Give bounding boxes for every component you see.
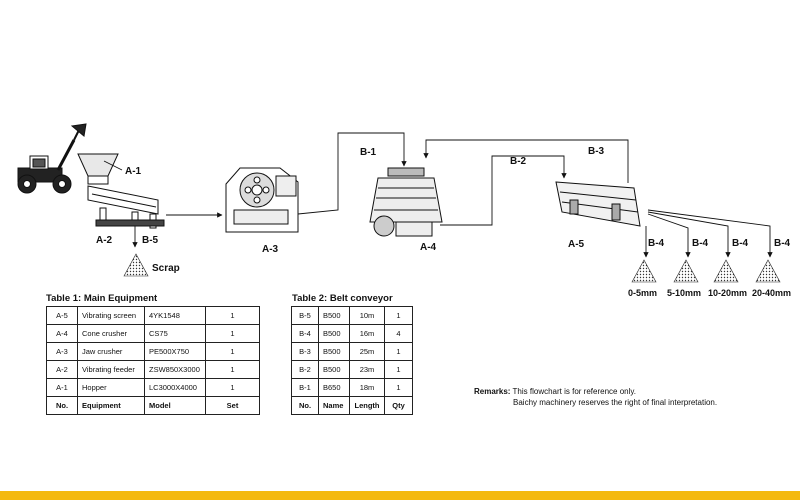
table-cell: Jaw crusher: [77, 342, 145, 361]
table-row: B-1 B650 18m 1: [291, 378, 413, 397]
table-cell: 16m: [349, 324, 385, 343]
product-pile-icon: [755, 259, 781, 283]
remarks-line1: This flowchart is for reference only.: [512, 387, 636, 396]
table-cell: 1: [205, 342, 260, 361]
table-cell: 1: [205, 360, 260, 379]
table-row: B-5 B500 10m 1: [291, 306, 413, 325]
table-cell: 1: [384, 378, 413, 397]
table-cell: 1: [384, 342, 413, 361]
bottom-accent-bar: [0, 491, 800, 500]
jaw-crusher-icon: [225, 167, 299, 233]
table-cell: 1: [384, 360, 413, 379]
table-row: A-1 Hopper LC3000X4000 1: [46, 378, 260, 397]
table-row: B-2 B500 23m 1: [291, 360, 413, 379]
column-header: Name: [318, 396, 350, 415]
product-pile-icon: [631, 259, 657, 283]
vibrating-feeder-icon: [87, 185, 165, 229]
product-pile-icon: [673, 259, 699, 283]
scrap-pile-icon: [123, 253, 149, 277]
table-cell: 1: [205, 324, 260, 343]
table-cell: 25m: [349, 342, 385, 361]
label-b4-1: B-4: [648, 238, 665, 249]
table-cell: A-1: [46, 378, 78, 397]
table-cell: 23m: [349, 360, 385, 379]
label-b1: B-1: [360, 147, 377, 158]
label-b4-4: B-4: [774, 238, 791, 249]
table-cell: 1: [205, 378, 260, 397]
label-a5: A-5: [568, 239, 585, 250]
main-equipment-table: A-5 Vibrating screen 4YK1548 1 A-4 Cone …: [46, 306, 260, 415]
belt-conveyor-table: B-5 B500 10m 1 B-4 B500 16m 4 B-3 B500 2…: [291, 306, 413, 415]
column-header: Equipment: [77, 396, 145, 415]
vibrating-screen-icon: [555, 181, 641, 227]
table-cell: B-2: [291, 360, 319, 379]
table-cell: Hopper: [77, 378, 145, 397]
table-cell: A-3: [46, 342, 78, 361]
table-cell: A-2: [46, 360, 78, 379]
table-cell: 1: [384, 306, 413, 325]
label-b3: B-3: [588, 146, 605, 157]
table-cell: CS75: [144, 324, 206, 343]
table-cell: B-5: [291, 306, 319, 325]
label-b4-2: B-4: [692, 238, 709, 249]
product-label: 10-20mm: [708, 288, 747, 298]
label-a4: A-4: [420, 242, 437, 253]
table1-caption: Table 1: Main Equipment: [46, 293, 158, 304]
table-row: B-3 B500 25m 1: [291, 342, 413, 361]
table-cell: B-3: [291, 342, 319, 361]
table-cell: 10m: [349, 306, 385, 325]
table-cell: Vibrating screen: [77, 306, 145, 325]
table-cell: 18m: [349, 378, 385, 397]
process-flowchart: A-1 A-2 B-5 Scrap A-3 B-1 A-: [17, 123, 791, 298]
product-label: 5-10mm: [667, 288, 701, 298]
column-header: Qty: [384, 396, 413, 415]
table-cell: B500: [318, 360, 350, 379]
table-cell: 4YK1548: [144, 306, 206, 325]
remarks-line2: Baichy machinery reserves the right of f…: [513, 398, 718, 407]
column-header: No.: [46, 396, 78, 415]
label-a2: A-2: [96, 235, 113, 246]
table-cell: B500: [318, 306, 350, 325]
remarks-note: Remarks: This flowchart is for reference…: [474, 386, 717, 408]
product-pile-icon: [713, 259, 739, 283]
table-cell: PE500X750: [144, 342, 206, 361]
table-cell: B500: [318, 342, 350, 361]
scrap-label: Scrap: [152, 263, 180, 274]
table-cell: LC3000X4000: [144, 378, 206, 397]
column-header: No.: [291, 396, 319, 415]
table-row: A-5 Vibrating screen 4YK1548 1: [46, 306, 260, 325]
table-cell: 1: [205, 306, 260, 325]
table-cell: B-1: [291, 378, 319, 397]
label-b5: B-5: [142, 235, 159, 246]
hopper-icon: [77, 153, 119, 185]
label-a3: A-3: [262, 244, 279, 255]
table-row: A-4 Cone crusher CS75 1: [46, 324, 260, 343]
table-row: A-3 Jaw crusher PE500X750 1: [46, 342, 260, 361]
column-header: Set: [205, 396, 260, 415]
label-b2: B-2: [510, 156, 527, 167]
label-a1: A-1: [125, 166, 142, 177]
column-header: Model: [144, 396, 206, 415]
product-label: 0-5mm: [628, 288, 657, 298]
table-cell: B-4: [291, 324, 319, 343]
label-b4-3: B-4: [732, 238, 749, 249]
table-cell: ZSW850X3000: [144, 360, 206, 379]
table-cell: B500: [318, 324, 350, 343]
table-row: B-4 B500 16m 4: [291, 324, 413, 343]
table-header-row: No. Name Length Qty: [291, 396, 413, 415]
cone-crusher-icon: [369, 167, 443, 237]
table-cell: A-4: [46, 324, 78, 343]
remarks-label: Remarks:: [474, 387, 511, 396]
table-header-row: No. Equipment Model Set: [46, 396, 260, 415]
column-header: Length: [349, 396, 385, 415]
product-label: 20-40mm: [752, 288, 791, 298]
table-cell: Cone crusher: [77, 324, 145, 343]
table2-caption: Table 2: Belt conveyor: [292, 293, 393, 304]
table-row: A-2 Vibrating feeder ZSW850X3000 1: [46, 360, 260, 379]
table-cell: 4: [384, 324, 413, 343]
table-cell: A-5: [46, 306, 78, 325]
table-cell: Vibrating feeder: [77, 360, 145, 379]
table-cell: B650: [318, 378, 350, 397]
wheel-loader-icon: [17, 123, 87, 194]
